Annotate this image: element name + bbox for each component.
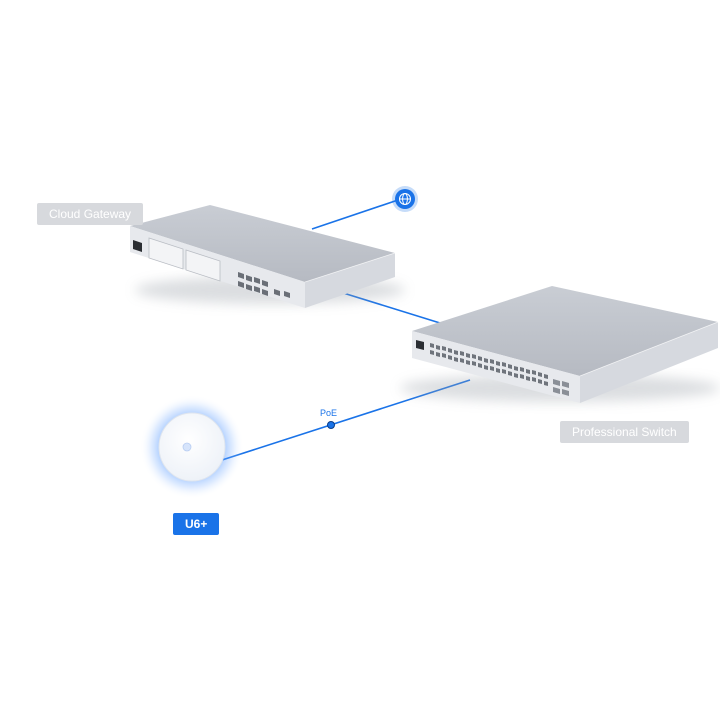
poe-label: PoE bbox=[320, 408, 338, 418]
switch-sfp-ports bbox=[553, 379, 569, 396]
switch-ports-bottom-row bbox=[430, 350, 548, 386]
professional-switch-device[interactable] bbox=[400, 286, 720, 403]
u6-plus-access-point[interactable] bbox=[140, 395, 244, 499]
ap-led bbox=[182, 442, 192, 452]
switch-ports-top-row bbox=[430, 343, 548, 379]
globe-icon[interactable] bbox=[392, 186, 418, 212]
professional-switch-label[interactable]: Professional Switch bbox=[560, 421, 689, 443]
cloud-gateway-label[interactable]: Cloud Gateway bbox=[37, 203, 144, 225]
poe-dot bbox=[327, 421, 335, 429]
cloud-gateway-device[interactable] bbox=[130, 205, 405, 308]
uplink-line bbox=[311, 199, 399, 230]
u6-plus-label[interactable]: U6+ bbox=[173, 513, 220, 535]
gateway-ports bbox=[238, 272, 290, 298]
